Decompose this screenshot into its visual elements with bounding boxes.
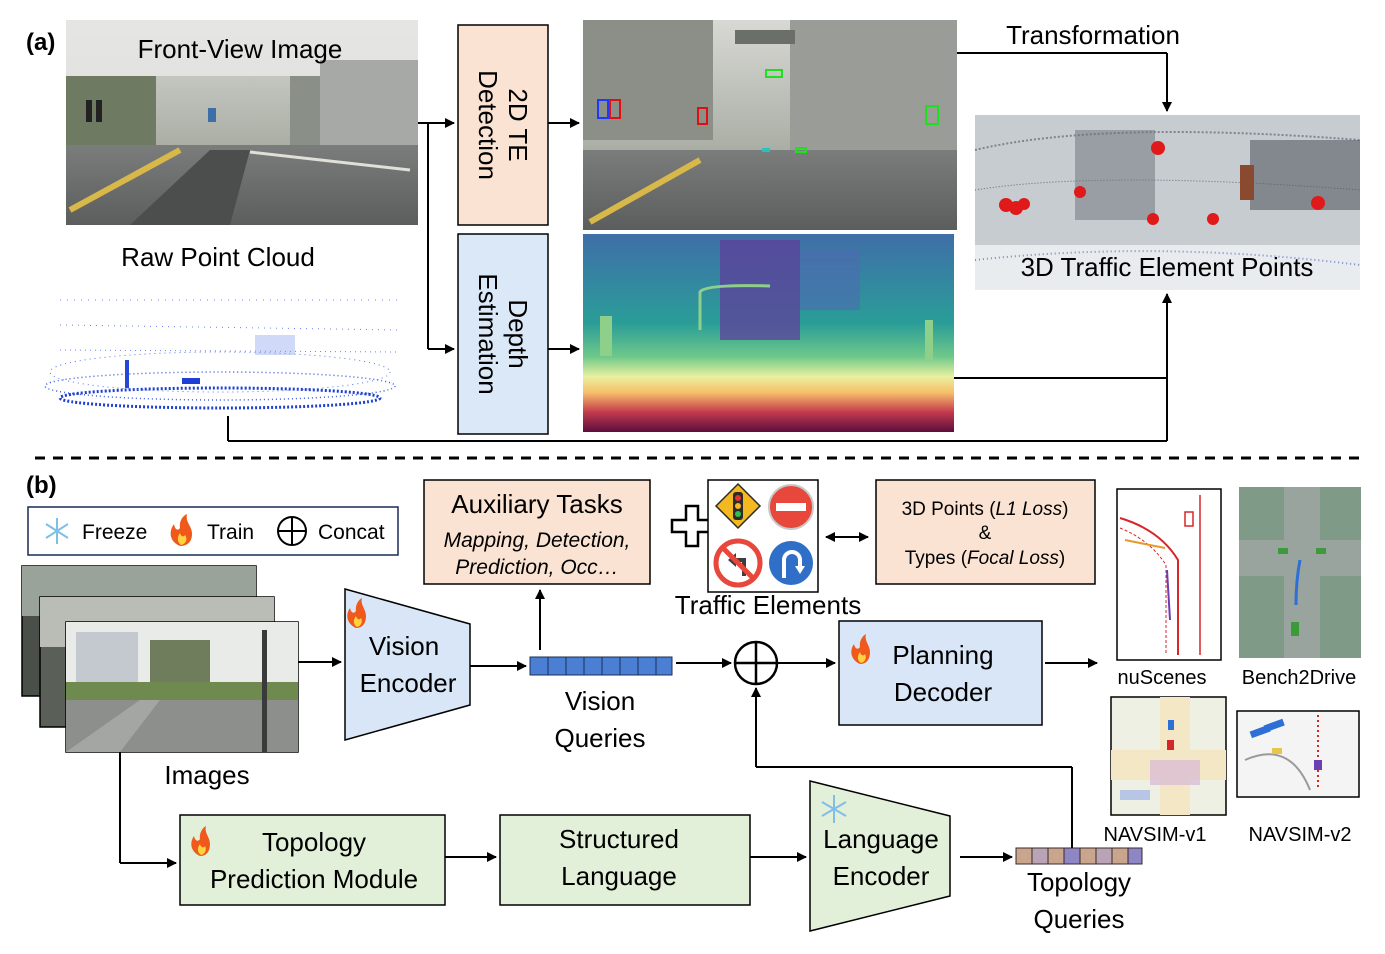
topology-queries-line1: Topology — [1027, 867, 1131, 897]
focal-loss-line: Types (Focal Loss) — [905, 548, 1066, 569]
legend-train-label: Train — [207, 521, 254, 544]
traffic-elements-icons — [707, 479, 819, 593]
concat-icon — [277, 516, 307, 546]
vision-queries-line2: Queries — [554, 723, 645, 753]
te-detection-line2: Detection — [473, 70, 503, 180]
vision-encoder — [344, 588, 471, 741]
structured-language-line2: Language — [561, 861, 677, 891]
structured-language-line1: Structured — [559, 824, 679, 854]
structured-language-box — [499, 814, 751, 906]
nuscenes-image — [1116, 488, 1222, 661]
detection-result-image — [583, 20, 957, 230]
depth-estimation-box — [457, 233, 549, 435]
navsim-v1-image — [1110, 696, 1227, 816]
auxiliary-tasks-title: Auxiliary Tasks — [451, 489, 622, 519]
loss-box — [875, 479, 1096, 585]
language-encoder-line2: Encoder — [833, 861, 930, 891]
legend-concat-label: Concat — [318, 521, 385, 544]
topology-queries-tokens — [1015, 847, 1143, 865]
topology-queries-line2: Queries — [1033, 904, 1124, 934]
depth-map-image — [583, 234, 954, 432]
plus-icon — [670, 504, 714, 548]
benchmark-navsim-v2-label: NAVSIM-v2 — [1249, 824, 1352, 846]
vision-queries-line1: Vision — [565, 686, 635, 716]
language-encoder — [809, 780, 951, 932]
benchmark-bench2drive-label: Bench2Drive — [1242, 667, 1357, 689]
depth-estimation-line2: Estimation — [473, 273, 503, 394]
te-detection-box — [457, 24, 549, 226]
planning-decoder-line2: Decoder — [894, 677, 993, 707]
snowflake-icon — [821, 795, 847, 823]
traffic-element-3d-points-image — [974, 115, 1361, 290]
auxiliary-tasks-line1: Mapping, Detection, — [444, 529, 631, 552]
raw-point-cloud-image — [44, 240, 408, 416]
vision-encoder-line1: Vision — [369, 631, 439, 661]
auxiliary-tasks-line2: Prediction, Occ… — [455, 556, 618, 579]
topology-prediction-line2: Prediction Module — [210, 864, 418, 894]
planning-decoder-line1: Planning — [892, 640, 993, 670]
benchmark-navsim-v1-label: NAVSIM-v1 — [1104, 824, 1207, 846]
front-view-title: Front-View Image — [138, 34, 343, 64]
planning-decoder-box — [838, 620, 1043, 726]
te-detection-line1: 2D TE — [503, 88, 533, 161]
no-left-turn-sign-icon — [713, 538, 763, 588]
depth-estimation-line1: Depth — [503, 299, 533, 368]
front-view-image — [66, 20, 418, 225]
snowflake-icon — [45, 518, 69, 544]
traffic-element-3d-points-title: 3D Traffic Element Points — [1021, 252, 1314, 282]
concat-operator-icon — [733, 640, 779, 686]
part-b-arrows — [119, 589, 1098, 868]
part-a-label: (a) — [26, 29, 55, 56]
vision-queries-tokens — [529, 656, 673, 676]
auxiliary-tasks-box — [423, 479, 651, 585]
transformation-label: Transformation — [1006, 20, 1180, 50]
part-b-label: (b) — [26, 472, 57, 499]
traffic-light-sign-icon — [714, 482, 762, 530]
fire-icon — [170, 514, 192, 546]
language-encoder-line1: Language — [823, 824, 939, 854]
raw-point-cloud-title: Raw Point Cloud — [121, 242, 315, 272]
images-label: Images — [164, 760, 249, 790]
traffic-elements-label: Traffic Elements — [675, 590, 861, 620]
topology-prediction-line1: Topology — [262, 827, 366, 857]
no-entry-sign-icon — [768, 484, 814, 530]
legend-freeze-label: Freeze — [82, 521, 147, 544]
u-turn-sign-icon — [769, 541, 813, 585]
vision-encoder-line2: Encoder — [360, 668, 457, 698]
part-a-arrows — [227, 52, 1172, 442]
navsim-v2-image — [1236, 710, 1360, 798]
topology-prediction-box — [179, 814, 446, 906]
legend: Freeze Train Concat — [27, 506, 399, 556]
bench2drive-image — [1239, 487, 1361, 658]
l1-loss-line: 3D Points (L1 Loss) — [902, 499, 1069, 520]
input-images-stack — [21, 565, 299, 753]
benchmark-nuscenes-label: nuScenes — [1118, 667, 1207, 689]
loss-ampersand: & — [979, 523, 992, 544]
